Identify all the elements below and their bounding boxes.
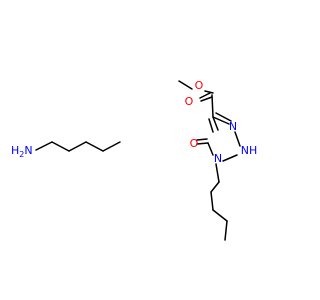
bond bbox=[204, 90, 214, 94]
bond bbox=[212, 116, 219, 131]
carbonyl-oxygen-label: O bbox=[185, 95, 194, 108]
ketone-oxygen-label: O bbox=[190, 137, 199, 150]
bond bbox=[200, 96, 213, 102]
bond bbox=[212, 209, 228, 222]
amine-label: H2N bbox=[11, 144, 33, 159]
pentylamine-bonds bbox=[35, 141, 121, 152]
bond bbox=[199, 92, 211, 99]
triazole-bonds bbox=[178, 80, 241, 241]
amine-n: N bbox=[24, 144, 32, 157]
n2-label: NH bbox=[241, 144, 258, 157]
triazole-molecule: O O O N NH N bbox=[178, 79, 258, 241]
structure-canvas: H2N bbox=[11, 79, 258, 241]
bond bbox=[85, 141, 104, 152]
bond bbox=[178, 80, 193, 90]
bond bbox=[102, 141, 121, 152]
bond bbox=[215, 163, 220, 183]
bond bbox=[224, 220, 228, 241]
bond bbox=[196, 138, 208, 141]
bond bbox=[51, 141, 70, 152]
bond bbox=[215, 112, 232, 122]
bond bbox=[222, 154, 238, 162]
bond bbox=[211, 94, 214, 118]
bond bbox=[207, 142, 214, 156]
bond bbox=[212, 116, 230, 125]
pentylamine-molecule: H2N bbox=[11, 141, 121, 159]
bond bbox=[196, 142, 209, 145]
n3-label: N bbox=[229, 120, 237, 133]
bond bbox=[35, 141, 53, 151]
bond bbox=[208, 118, 214, 133]
amine-h: H bbox=[11, 144, 19, 157]
bond bbox=[210, 181, 220, 193]
amine-subscript: 2 bbox=[19, 150, 24, 159]
bond bbox=[210, 191, 214, 211]
n1-label: N bbox=[214, 152, 222, 165]
bond bbox=[234, 131, 241, 147]
ester-oxygen-label: O bbox=[195, 79, 204, 92]
bond bbox=[68, 141, 87, 152]
